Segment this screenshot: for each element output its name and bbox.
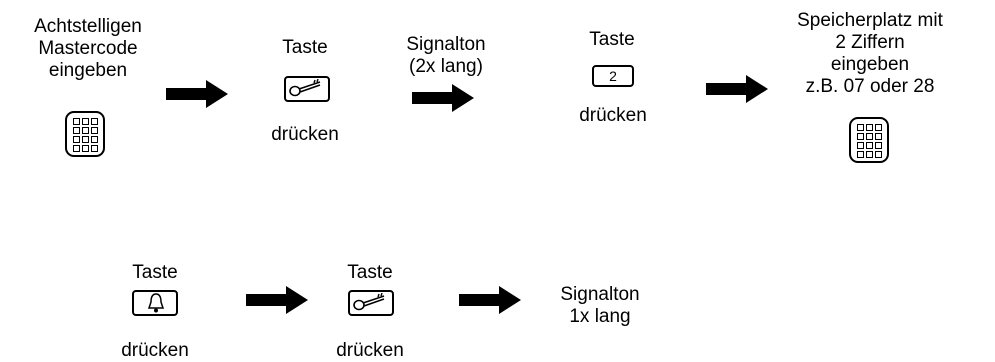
step-number-button-label: Taste <box>589 29 635 50</box>
key-button-icon <box>348 290 394 316</box>
press-label: drücken <box>579 105 647 126</box>
step-key-button-label: Taste <box>282 37 328 58</box>
enter-memory-slot-label: Speicherplatz mit 2 Ziffern eingeben z.B… <box>797 10 943 97</box>
signal-tone-once-long-label: Signalton 1x lang <box>560 284 640 327</box>
step-enter-mastercode-label: Achtstelligen Mastercode eingeben <box>34 16 142 81</box>
press-label: drücken <box>271 124 339 145</box>
arrow-right-icon <box>246 286 308 314</box>
key-button-icon <box>284 76 330 102</box>
number-2-button-icon: 2 <box>592 65 634 87</box>
signal-tone-twice-long-label: Signalton (2x lang) <box>406 34 486 77</box>
keypad-icon <box>65 111 105 157</box>
number-2-label: 2 <box>609 68 617 84</box>
step-key-button-label: Taste <box>347 262 393 283</box>
keypad-icon <box>849 117 889 163</box>
arrow-right-icon <box>706 75 768 103</box>
step-bell-button-label: Taste <box>132 262 178 283</box>
arrow-right-icon <box>412 84 474 112</box>
press-label: drücken <box>336 340 404 361</box>
bell-button-icon <box>132 290 178 316</box>
press-label: drücken <box>121 340 189 361</box>
arrow-right-icon <box>166 80 228 108</box>
arrow-right-icon <box>459 286 521 314</box>
